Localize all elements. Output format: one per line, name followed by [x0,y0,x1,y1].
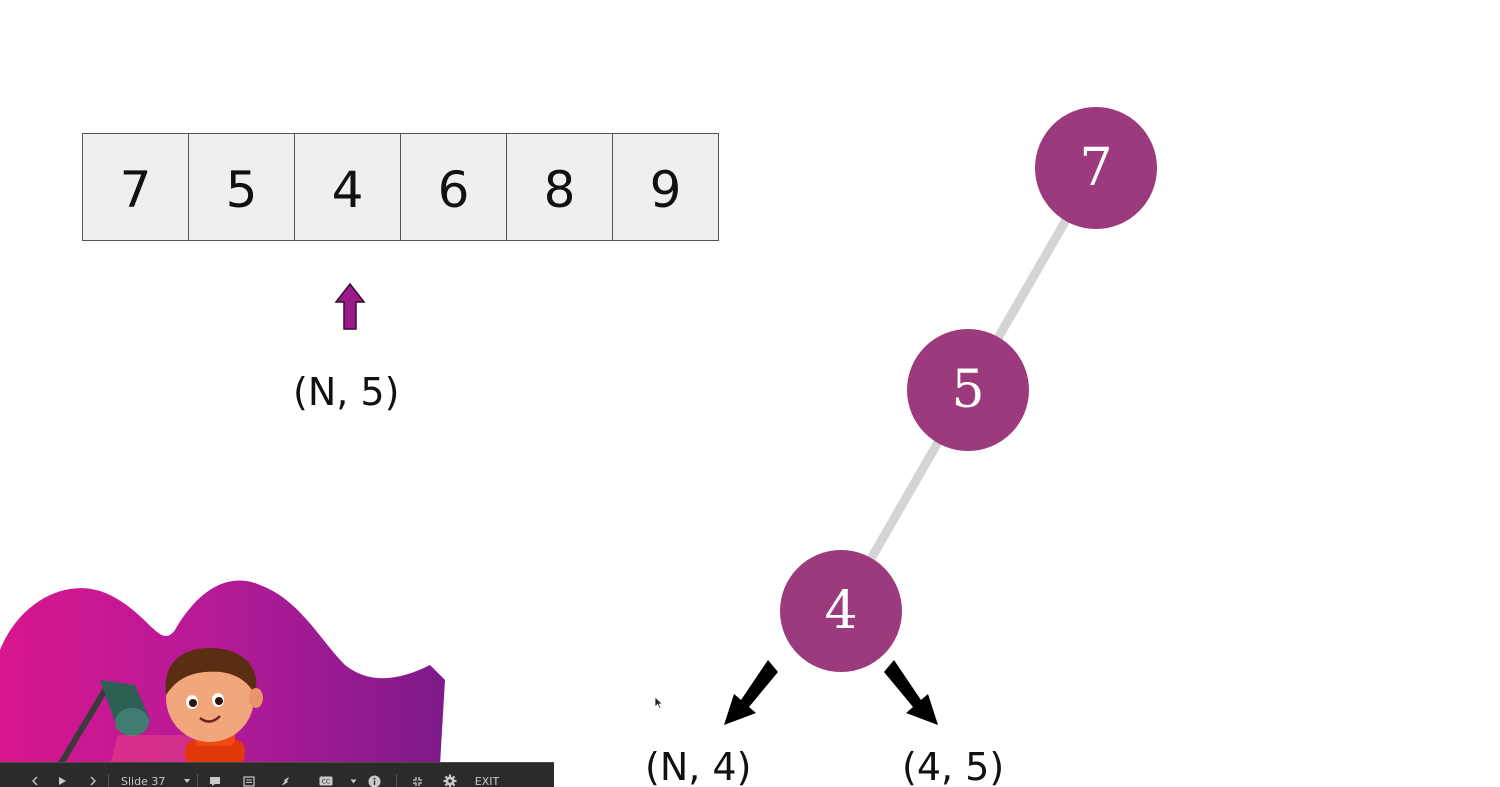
exit-fullscreen-button[interactable] [397,763,437,787]
settings-button[interactable] [437,763,463,787]
right-pair-label: (4, 5) [902,745,1005,787]
array-cell: 6 [401,133,507,241]
pen-button[interactable] [266,763,306,787]
array-cell: 7 [83,133,189,241]
captions-menu-button[interactable] [346,763,360,787]
exit-button[interactable]: EXIT [463,763,511,787]
slide-selector[interactable]: Slide 37 [109,763,197,787]
left-pair-label: (N, 4) [645,745,752,787]
toolbar-left-edge [0,763,24,787]
tree-node: 7 [1035,107,1157,229]
array-cell: 9 [613,133,719,241]
chevron-down-icon [184,779,191,783]
toolbar-divider [108,774,109,787]
pen-icon [282,777,289,785]
right-arrow-icon [884,660,938,725]
tree-node: 4 [780,550,902,672]
prev-slide-button[interactable] [24,763,46,787]
chevron-down-icon [350,779,356,783]
play-button[interactable] [46,763,78,787]
toolbar-divider [197,774,198,787]
toolbar-divider [396,774,397,787]
array-cell: 4 [295,133,401,241]
closed-captions-icon: CC [319,776,333,786]
left-arrow-icon [724,660,778,725]
chevron-right-icon [90,776,96,786]
next-slide-button[interactable] [78,763,108,787]
tree-node: 5 [907,329,1029,451]
notes-button[interactable] [232,763,266,787]
play-icon [58,777,66,785]
minimize-icon [412,776,422,786]
info-icon [368,775,380,787]
gear-icon [443,774,457,787]
presentation-toolbar: Slide 37 CC EXIT [0,762,554,787]
notes-icon [243,775,255,787]
chevron-left-icon [32,776,38,786]
mouse-cursor-icon [654,696,664,710]
array-pair-label: (N, 5) [293,370,400,414]
array: 7 5 4 6 8 9 [82,133,719,241]
svg-text:CC: CC [322,779,330,786]
array-cell: 8 [507,133,613,241]
presenter-video [0,580,445,765]
array-pointer-arrow-icon [334,282,366,330]
info-button[interactable] [360,763,388,787]
presenter-avatar [165,648,263,765]
comment-icon [209,776,220,786]
exit-label: EXIT [474,774,500,787]
slide-number-label: Slide 37 [121,774,166,787]
array-cell: 5 [189,133,295,241]
comments-button[interactable] [198,763,232,787]
captions-button[interactable]: CC [306,763,346,787]
